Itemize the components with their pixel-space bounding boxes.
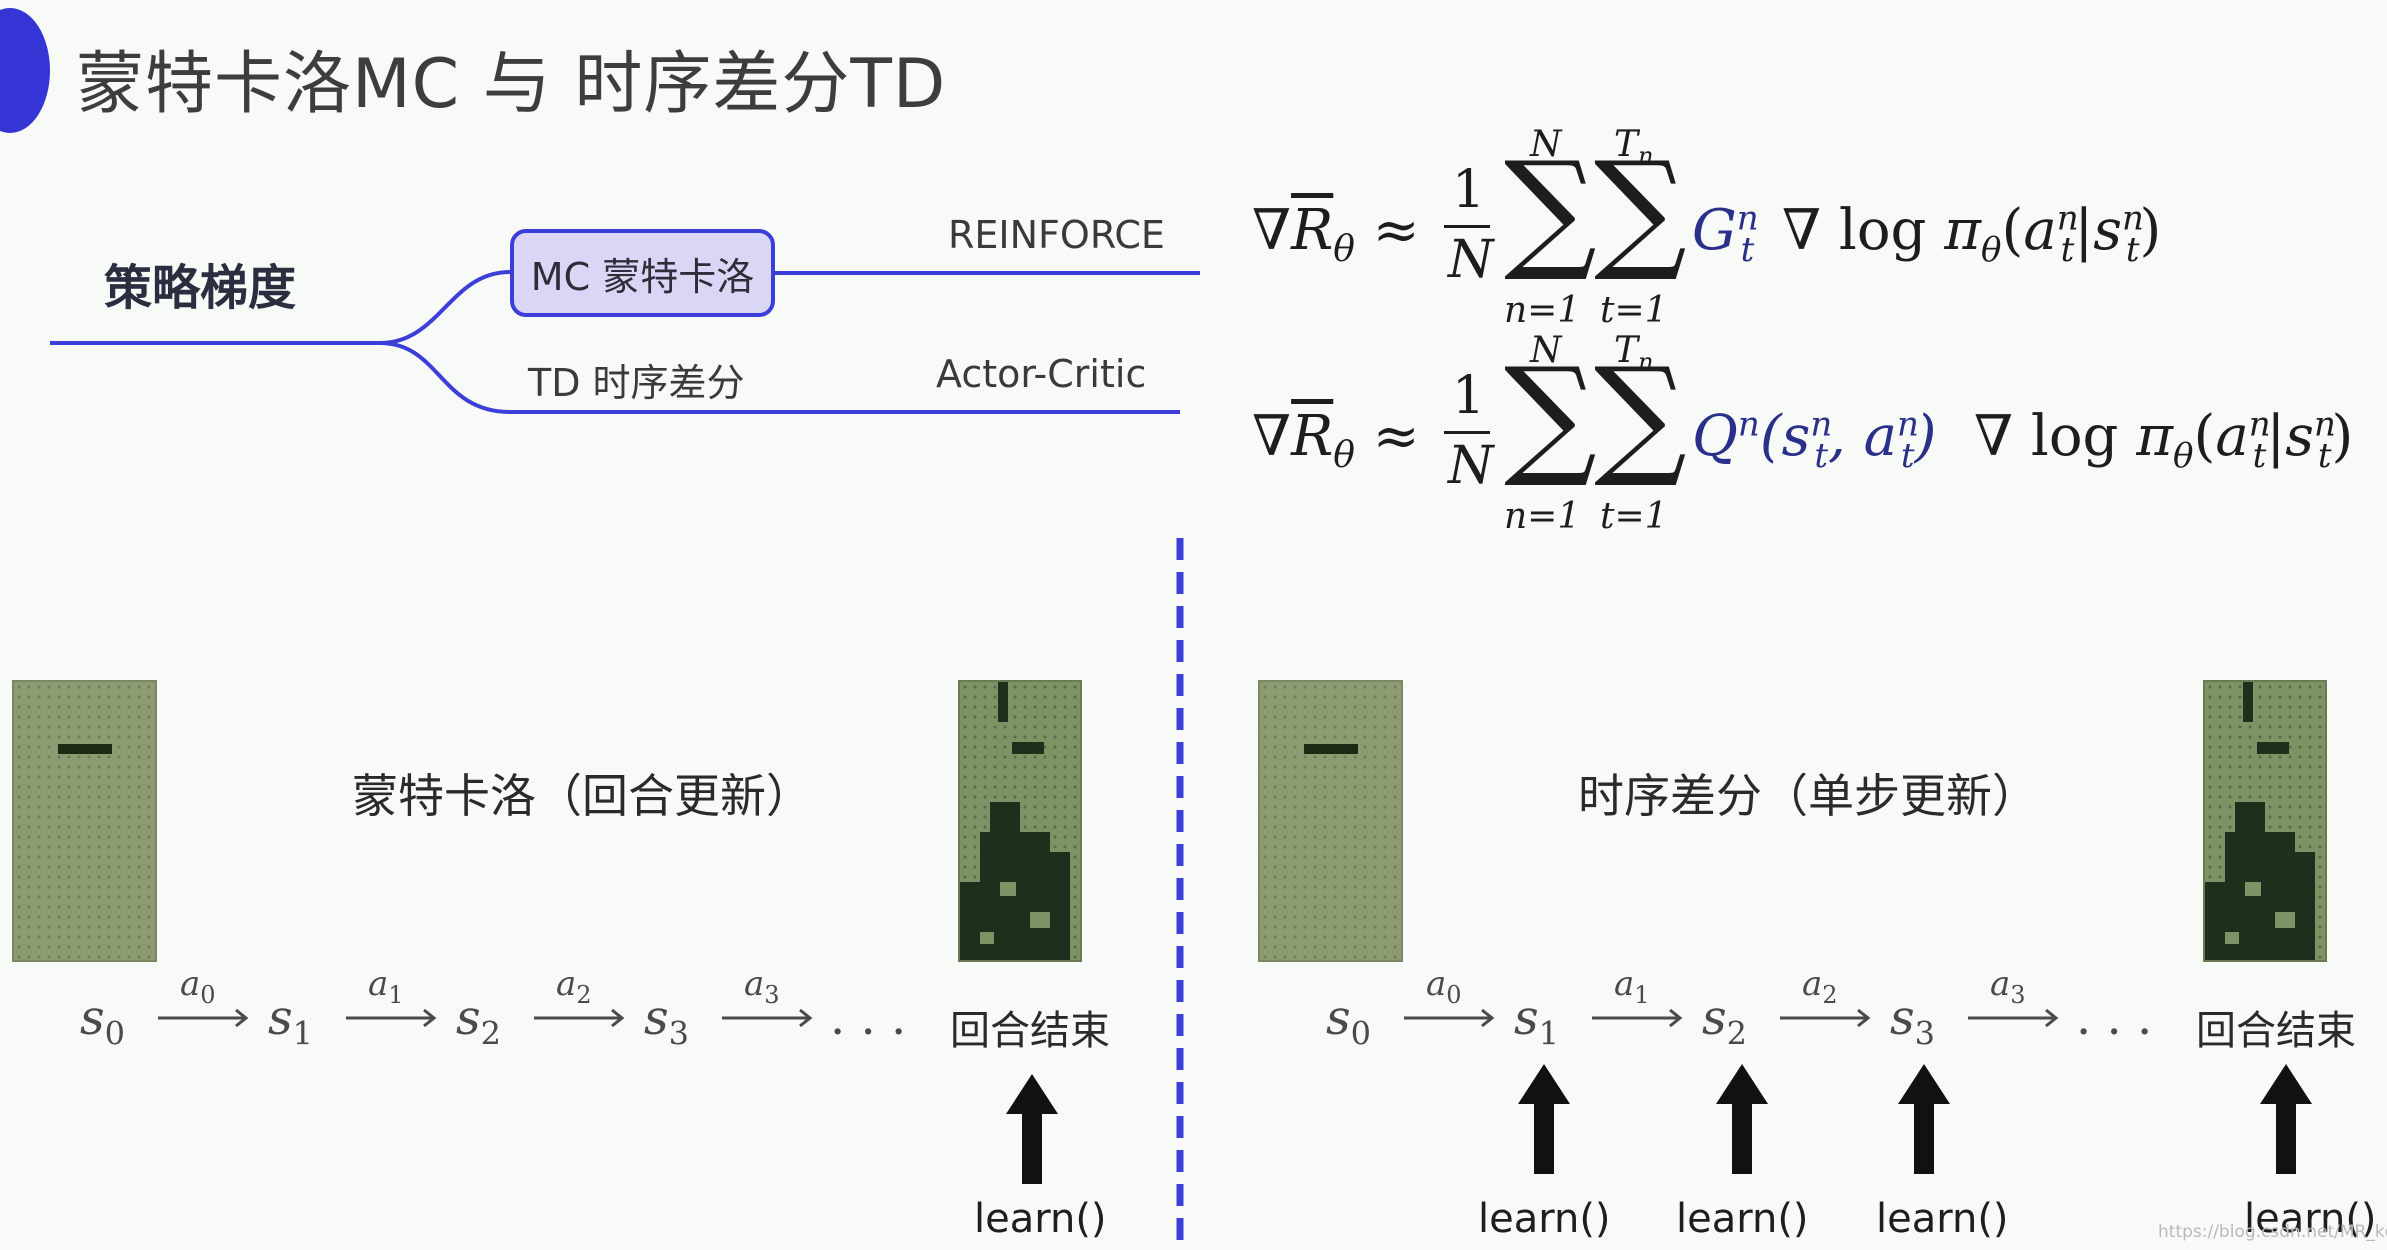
- td-action-0: a0: [1426, 964, 1462, 1009]
- mc-tetris-start-board: [12, 680, 157, 962]
- td-state-0: s0: [1326, 990, 1371, 1053]
- td-action-1: a1: [1614, 964, 1650, 1009]
- formula1-sum1: ∑: [1504, 133, 1597, 285]
- td-ellipsis: . . .: [2076, 990, 2153, 1046]
- formula1-frac-den: N: [1448, 230, 1494, 290]
- td-learn-label-3: learn(): [1876, 1196, 2009, 1242]
- mc-action-0: a0: [180, 964, 216, 1009]
- mc-action-3: a3: [744, 964, 780, 1009]
- td-action-3: a3: [1990, 964, 2026, 1009]
- mc-state-3: s3: [644, 990, 689, 1053]
- formula2-frac-den: N: [1448, 436, 1494, 496]
- formula2-frac-num: 1: [1452, 366, 1486, 426]
- td-learn-arrow-icon-2: [1716, 1064, 1768, 1174]
- formula2-sum2-bottom: t=1: [1600, 496, 1668, 537]
- td-state-3: s3: [1890, 990, 1935, 1053]
- td-learn-label-2: learn(): [1676, 1196, 1809, 1242]
- formula2-sum2: ∑: [1594, 339, 1687, 491]
- page-title: 蒙特卡洛MC 与 时序差分TD: [76, 45, 947, 124]
- td-action-2: a2: [1802, 964, 1838, 1009]
- mc-state-0: s0: [80, 990, 125, 1053]
- formula1-sum1-top: N: [1530, 124, 1562, 165]
- mc-state-2: s2: [456, 990, 501, 1053]
- td-learn-arrow-icon-3: [1898, 1064, 1950, 1174]
- formula2-lhs: ∇Rθ ≈: [1252, 404, 1420, 477]
- td-branch-line: [379, 341, 1180, 414]
- formula2-log-term: ∇ log πθ(ant|snt): [1974, 404, 2354, 477]
- td-tetris-start-board: [1258, 680, 1403, 962]
- formula2-sum1: ∑: [1504, 339, 1597, 491]
- actor-critic-formula: ∇Rθ ≈ 1 N N ∑ n=1 Tn ∑ t=1 Qn(snt, ant) …: [1252, 330, 2382, 537]
- td-state-2: s2: [1702, 990, 1747, 1053]
- mc-action-2: a2: [556, 964, 592, 1009]
- td-node-label: TD 时序差分: [528, 361, 745, 405]
- mc-action-1: a1: [368, 964, 404, 1009]
- td-start-piece: [1304, 744, 1358, 754]
- formula1-frac-num: 1: [1452, 160, 1486, 220]
- td-learn-arrow-icon-4: [2260, 1064, 2312, 1174]
- mc-episode-end-label: 回合结束: [950, 1008, 1110, 1054]
- td-tetris-end-board: [2203, 680, 2327, 962]
- mc-start-piece: [58, 744, 112, 754]
- td-episode-end-label: 回合结束: [2196, 1008, 2356, 1054]
- formula1-sum2: ∑: [1594, 133, 1687, 285]
- formula2-q-term: Qn(snt, ant): [1692, 404, 1937, 477]
- formula1-return-term: Gnt: [1692, 198, 1759, 271]
- watermark: https://blog.csdn.net/MR_kdcon: [2158, 1222, 2387, 1242]
- td-learn-label-1: learn(): [1478, 1196, 1611, 1242]
- panel-divider: [1176, 538, 1184, 1250]
- mc-ellipsis: . . .: [830, 990, 907, 1046]
- td-action-arrows: [1404, 1008, 2059, 1028]
- formula1-lhs: ∇Rθ ≈: [1252, 198, 1420, 271]
- formula1-frac-bar: [1444, 225, 1490, 228]
- mc-tetris-end-board: [958, 680, 1082, 962]
- actor-critic-label: Actor-Critic: [936, 352, 1147, 396]
- td-state-1: s1: [1514, 990, 1559, 1053]
- mc-state-1: s1: [268, 990, 313, 1053]
- formula1-sum2-bottom: t=1: [1600, 290, 1668, 331]
- mc-node-label: MC 蒙特卡洛: [530, 254, 755, 299]
- mc-learn-arrow-icon: [1006, 1074, 1058, 1184]
- mindmap-lines: [50, 270, 1200, 414]
- reinforce-label: REINFORCE: [948, 213, 1165, 257]
- td-learn-label-4: learn(): [2244, 1196, 2377, 1242]
- td-learn-arrow-icon-1: [1518, 1064, 1570, 1174]
- formula2-sum2-top: Tn: [1614, 330, 1654, 377]
- mc-caption: 蒙特卡洛（回合更新）: [352, 769, 812, 823]
- formula2-sum1-top: N: [1530, 330, 1562, 371]
- reinforce-formula: ∇Rθ ≈ 1 N N ∑ n=1 Tn ∑ t=1 Gnt ∇ log πθ(…: [1252, 124, 2372, 331]
- mindmap-root-label: 策略梯度: [104, 260, 297, 316]
- td-end-board-stack: [2205, 682, 2315, 960]
- formula2-sum1-bottom: n=1: [1504, 496, 1581, 537]
- formula2-frac-bar: [1444, 431, 1490, 434]
- mc-action-arrows: [158, 1008, 813, 1028]
- mc-node: MC 蒙特卡洛: [510, 229, 775, 317]
- mc-end-board-stack: [960, 682, 1070, 960]
- formula1-sum2-top: Tn: [1614, 124, 1654, 171]
- formula1-log-term: ∇ log πθ(ant|snt): [1782, 198, 2162, 271]
- mc-learn-label: learn(): [974, 1196, 1107, 1242]
- formula1-sum1-bottom: n=1: [1504, 290, 1581, 331]
- td-caption: 时序差分（单步更新）: [1578, 769, 2038, 823]
